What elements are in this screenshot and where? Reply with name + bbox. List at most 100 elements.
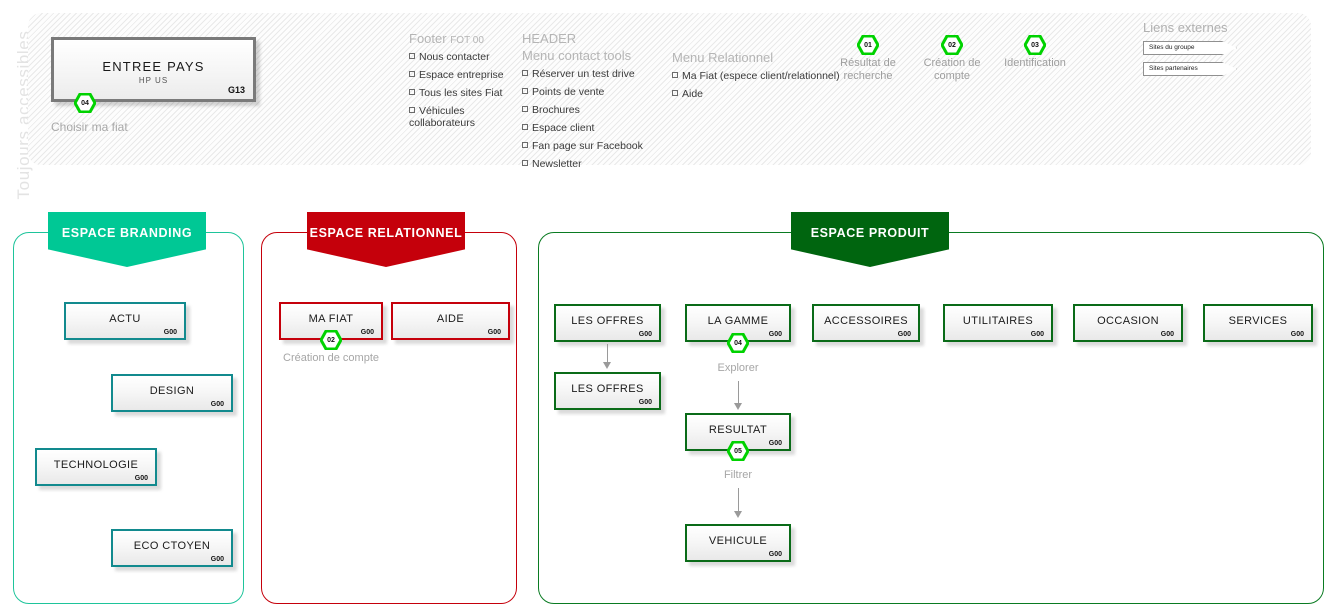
hex-badge-02-number: 02: [948, 41, 956, 49]
node-actu[interactable]: ACTU G00: [64, 302, 186, 340]
node-label: MA FIAT: [308, 313, 354, 325]
footer-column: Footer FOT 00 Nous contacter Espace entr…: [409, 31, 504, 135]
node-code: G00: [487, 329, 501, 336]
entree-pays-code: G13: [227, 85, 245, 95]
node-code: G00: [897, 331, 911, 338]
sites-partenaires-button[interactable]: Sites partenaires: [1143, 62, 1237, 76]
menu-item-label: Espace entreprise: [419, 69, 504, 81]
checkbox-icon: [522, 124, 528, 130]
node-code: G00: [163, 329, 177, 336]
step-identification[interactable]: 03 Identification: [998, 35, 1072, 70]
menu-item[interactable]: Points de vente: [522, 86, 643, 98]
menu-item[interactable]: Espace client: [522, 122, 643, 134]
step-caption: Résultat de recherche: [840, 57, 896, 82]
menu-relationnel-title: Menu Relationnel: [672, 50, 774, 65]
node-label: ACCESSOIRES: [824, 315, 908, 327]
step-caption: Création de compte: [923, 57, 981, 82]
node-label: RESULTAT: [708, 424, 768, 436]
menu-item-label: Newsletter: [532, 158, 582, 170]
step-caption: Identification: [1004, 57, 1066, 69]
checkbox-icon: [522, 70, 528, 76]
node-code: G00: [1290, 331, 1304, 338]
espace-relationnel-container: [261, 232, 517, 604]
node-les-offres-2[interactable]: LES OFFRES G00: [554, 372, 661, 410]
flow-label-filtrer: Filtrer: [723, 469, 753, 481]
menu-item[interactable]: Brochures: [522, 104, 643, 116]
checkbox-icon: [522, 106, 528, 112]
flow-label-explorer: Explorer: [717, 362, 759, 374]
node-code: G00: [210, 401, 224, 408]
checkbox-icon: [522, 142, 528, 148]
menu-item-label: Aide: [682, 88, 704, 100]
hex-badge-01: 01: [857, 35, 879, 55]
checkbox-icon: [409, 107, 415, 113]
ma-fiat-caption: Création de compte: [283, 352, 379, 364]
checkbox-icon: [522, 160, 528, 166]
checkbox-icon: [672, 90, 678, 96]
node-technologie[interactable]: TECHNOLOGIE G00: [35, 448, 157, 486]
menu-item[interactable]: Véhicules collaborateurs: [409, 105, 487, 129]
liens-externes-title: Liens externes: [1143, 20, 1228, 35]
node-vehicule[interactable]: VEHICULE G00: [685, 524, 791, 562]
node-code: G00: [1160, 331, 1174, 338]
node-eco-citoyen[interactable]: ECO CTOYEN G00: [111, 529, 233, 567]
sites-du-groupe-button[interactable]: Sites du groupe: [1143, 41, 1237, 55]
menu-item[interactable]: Réserver un test drive: [522, 68, 643, 80]
node-services[interactable]: SERVICES G00: [1203, 304, 1313, 342]
step-resultat-recherche[interactable]: 01 Résultat de recherche: [831, 35, 905, 82]
node-design[interactable]: DESIGN G00: [111, 374, 233, 412]
node-code: G00: [768, 440, 782, 447]
header-column: HEADER Menu contact tools Réserver un te…: [522, 31, 643, 176]
footer-title-code: FOT 00: [450, 35, 484, 46]
hex-badge-ma-fiat-number: 02: [327, 336, 335, 344]
menu-item-label: Véhicules collaborateurs: [409, 105, 475, 130]
node-utilitaires[interactable]: UTILITAIRES G00: [943, 304, 1053, 342]
hex-badge-03: 03: [1024, 35, 1046, 55]
entree-pays-caption: Choisir ma fiat: [51, 120, 128, 134]
menu-item[interactable]: Ma Fiat (espece client/relationnel): [672, 70, 840, 82]
header-column-subtitle: Menu contact tools: [522, 48, 632, 63]
checkbox-icon: [409, 53, 415, 59]
entree-pays-title: ENTREE PAYS: [102, 59, 205, 74]
menu-item[interactable]: Fan page sur Facebook: [522, 140, 643, 152]
step-creation-compte[interactable]: 02 Création de compte: [915, 35, 989, 82]
node-la-gamme[interactable]: LA GAMME G00: [685, 304, 791, 342]
entree-pays-subtitle: HP US: [138, 76, 169, 85]
node-code: G00: [638, 331, 652, 338]
node-code: G00: [768, 551, 782, 558]
hex-badge-03-number: 03: [1031, 41, 1039, 49]
node-label: UTILITAIRES: [962, 315, 1034, 327]
menu-item-label: Fan page sur Facebook: [532, 140, 643, 152]
header-column-title: HEADER: [522, 31, 577, 46]
node-code: G00: [360, 329, 374, 336]
node-label: LA GAMME: [707, 315, 769, 327]
menu-item-label: Points de vente: [532, 86, 605, 98]
node-accessoires[interactable]: ACCESSOIRES G00: [812, 304, 920, 342]
node-occasion[interactable]: OCCASION G00: [1073, 304, 1183, 342]
menu-item[interactable]: Nous contacter: [409, 51, 504, 63]
menu-item[interactable]: Newsletter: [522, 158, 643, 170]
node-label: ACTU: [109, 313, 141, 325]
node-label: OCCASION: [1097, 315, 1159, 327]
entree-pays-node[interactable]: ENTREE PAYS HP US G13: [51, 37, 256, 102]
node-label: LES OFFRES: [571, 383, 644, 395]
espace-produit-container: [538, 232, 1324, 604]
node-label: AIDE: [436, 313, 465, 325]
node-aide[interactable]: AIDE G00: [391, 302, 510, 340]
menu-item[interactable]: Aide: [672, 88, 840, 100]
menu-item-label: Tous les sites Fiat: [419, 87, 503, 99]
connector-line: [738, 488, 739, 514]
checkbox-icon: [672, 72, 678, 78]
menu-item-label: Brochures: [532, 104, 580, 116]
menu-item-label: Nous contacter: [419, 51, 490, 63]
node-les-offres-1[interactable]: LES OFFRES G00: [554, 304, 661, 342]
menu-relationnel-column: Menu Relationnel Ma Fiat (espece client/…: [672, 50, 840, 106]
connector-line: [607, 344, 608, 366]
menu-item[interactable]: Espace entreprise: [409, 69, 504, 81]
menu-item[interactable]: Tous les sites Fiat: [409, 87, 504, 99]
node-code: G00: [134, 475, 148, 482]
footer-column-title: Footer FOT 00: [409, 31, 504, 46]
checkbox-icon: [409, 89, 415, 95]
connector-line: [738, 381, 739, 406]
